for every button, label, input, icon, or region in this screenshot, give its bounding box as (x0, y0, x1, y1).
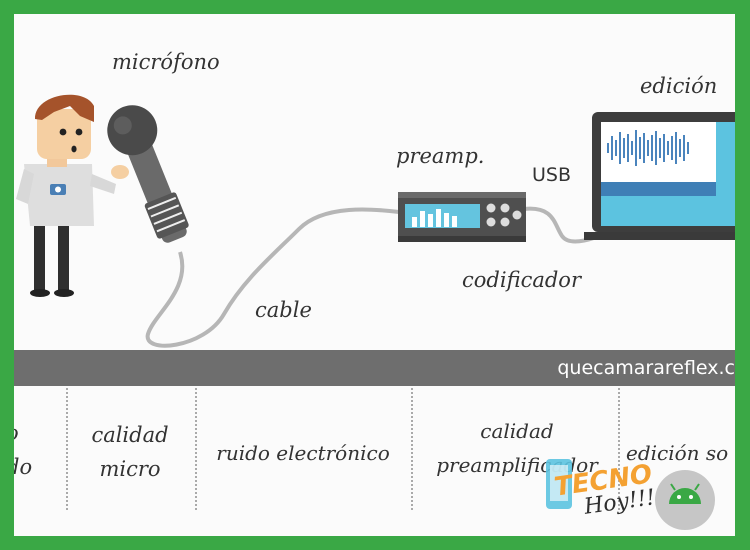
cell-line: ruido electrónico (216, 441, 390, 465)
label-usb: USB (532, 164, 572, 186)
watermark-logo (546, 459, 715, 530)
android-icon (655, 470, 715, 530)
laptop-illustration (584, 112, 735, 240)
cell-line: edición so (626, 441, 729, 465)
label-preamp: preamp. (396, 144, 485, 168)
table-cell-1: o do (14, 416, 44, 484)
label-cable: cable (255, 298, 312, 322)
diagram-frame: micrófono edición preamp. USB codificado… (14, 14, 735, 536)
cell-line: calidad (480, 419, 554, 443)
mic-cable (145, 207, 400, 348)
column-divider (66, 388, 68, 510)
column-divider (195, 388, 197, 510)
cell-line: calidad (91, 423, 169, 447)
cell-line: do (14, 455, 33, 479)
website-text: quecamarareflex.c (557, 357, 735, 379)
table-cell-2: calidad micro (70, 418, 190, 486)
preamp-illustration (398, 192, 526, 242)
person-illustration (16, 94, 116, 297)
label-encoder: codificador (462, 268, 581, 292)
microphone-illustration (107, 105, 189, 243)
label-microphone: micrófono (112, 50, 220, 74)
website-band: quecamarareflex.c (14, 350, 735, 386)
table-cell-3: ruido electrónico (198, 436, 408, 470)
cell-line: o (14, 416, 44, 450)
label-edition: edición (640, 74, 718, 98)
cell-line: micro (99, 457, 161, 481)
table-cell-5: edición so (626, 436, 735, 470)
waveform (607, 130, 689, 166)
diagram-graphics (16, 94, 735, 348)
column-divider (411, 388, 413, 510)
column-divider (618, 388, 620, 510)
